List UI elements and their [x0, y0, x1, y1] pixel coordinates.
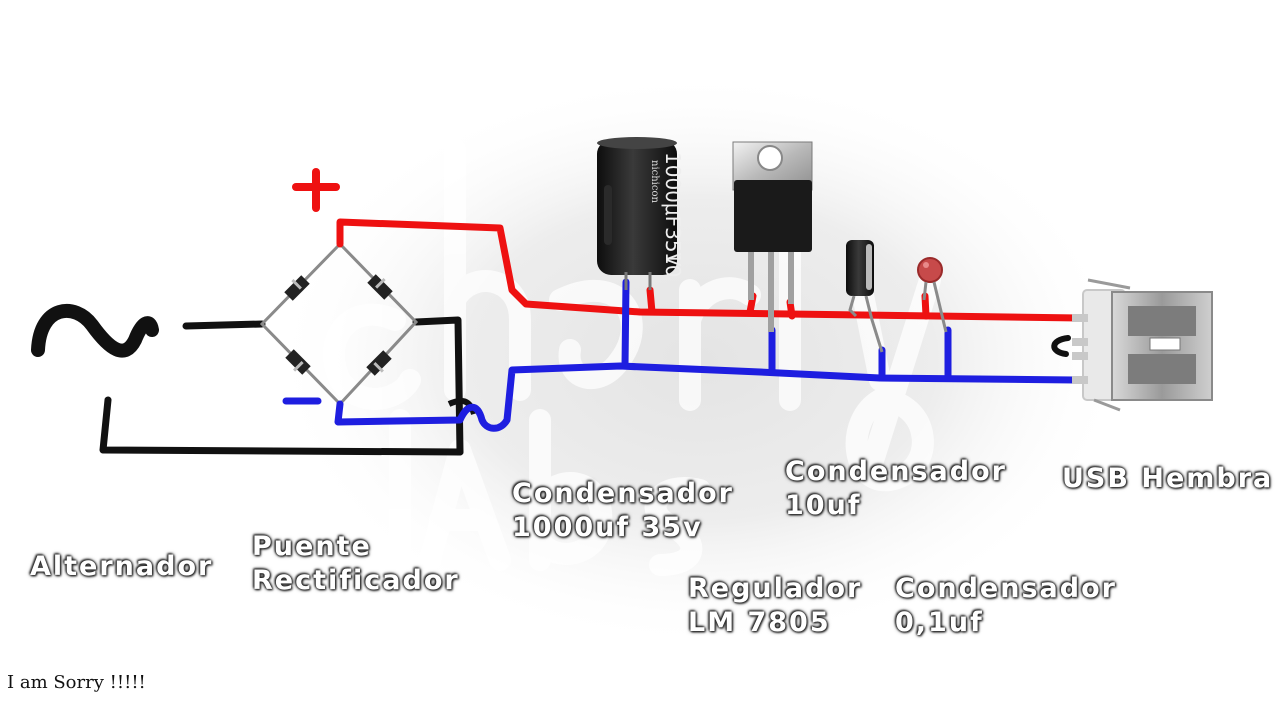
- label-cap01-line2: 0,1uf: [895, 607, 984, 638]
- label-condensador-1000uf: Condensador 1000uf 35v: [512, 477, 734, 545]
- label-cap01-line1: Condensador: [895, 573, 1117, 604]
- capacitor-1000uf: nichicon 1000μF35V 10: [597, 137, 685, 290]
- label-cap10-line1: Condensador: [785, 456, 1007, 487]
- label-cap1000-line1: Condensador: [512, 478, 734, 509]
- capacitor-01uf: [917, 257, 948, 333]
- label-usb-text: USB Hembra: [1062, 463, 1274, 494]
- regulator-lm7805: [732, 141, 813, 332]
- ac-source-symbol: [31, 303, 159, 358]
- label-alternador: Alternador: [30, 550, 213, 584]
- label-puente-rectificador: Puente Rectificador: [252, 530, 460, 598]
- usb-jumper-wire: [1051, 335, 1071, 357]
- label-cap10-line2: 10uf: [785, 490, 862, 521]
- label-usb-hembra: USB Hembra: [1062, 462, 1273, 496]
- label-regulador-line1: Regulador: [688, 573, 863, 604]
- label-regulador-line2: LM 7805: [688, 607, 831, 638]
- ac-wires: [99, 316, 464, 456]
- usb-female-connector: [1072, 278, 1213, 412]
- label-condensador-01uf: Condensador 0,1uf: [895, 572, 1117, 640]
- label-puente-line1: Puente: [252, 531, 372, 562]
- negative-wire: [334, 278, 1079, 432]
- ac-wire-return: [447, 397, 477, 415]
- capacitor-1000uf-value: 1000μF35V: [661, 152, 685, 267]
- label-regulador: Regulador LM 7805: [688, 572, 862, 640]
- capacitor-1000uf-code: 10: [661, 252, 685, 277]
- capacitor-1000uf-brand: nichicon: [649, 160, 660, 203]
- label-condensador-10uf: Condensador 10uf: [785, 455, 1007, 523]
- label-alternador-text: Alternador: [30, 551, 214, 582]
- capacitor-10uf: [846, 240, 884, 353]
- plus-sign-icon: [292, 168, 340, 212]
- footer-note: I am Sorry !!!!!: [7, 672, 146, 693]
- label-puente-line2: Rectificador: [252, 565, 460, 596]
- label-cap1000-line2: 1000uf 35v: [512, 512, 703, 543]
